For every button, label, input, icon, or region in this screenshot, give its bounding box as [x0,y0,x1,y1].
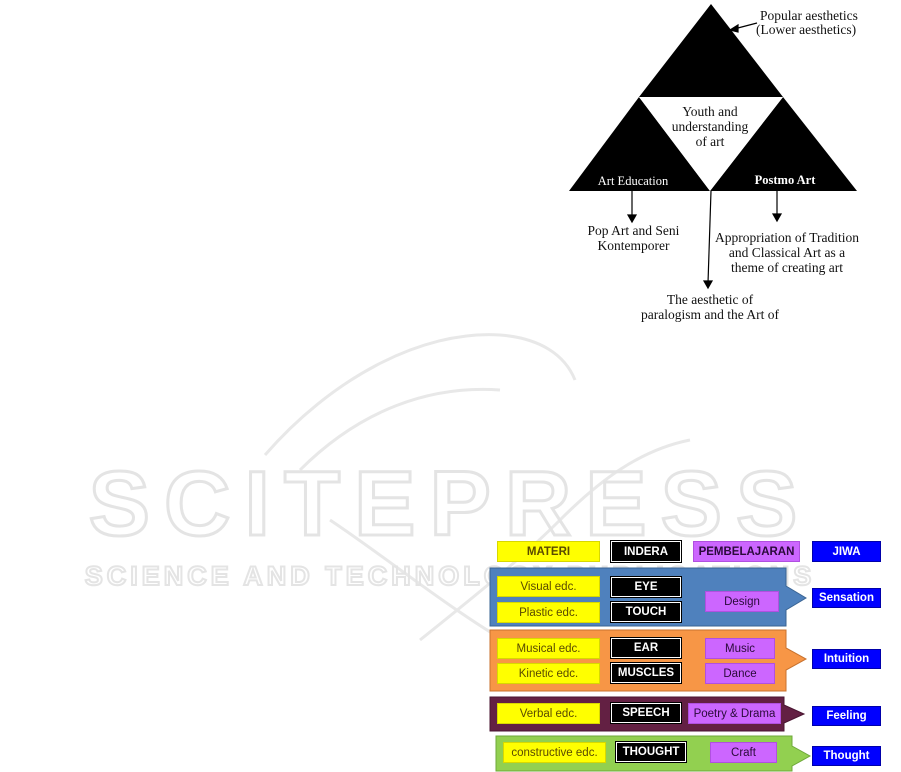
center-triangle [639,97,783,191]
indera-thought: THOUGHT [615,741,687,763]
materi-constructive: constructive edc. [503,742,606,763]
bottom-out-line1: The aesthetic of [666,292,754,307]
header-pembelajaran: PEMBELAJARAN [693,541,800,562]
materi-musical: Musical edc. [497,638,600,659]
left-out-line2: Kontemporer [597,238,670,253]
header-jiwa: JIWA [812,541,881,562]
pembelajaran-music: Music [705,638,775,659]
indera-touch: TOUCH [610,601,682,623]
right-triangle [710,97,857,191]
bottom-out-line2: paralogism and the Art of [641,307,779,322]
header-indera: INDERA [610,540,682,563]
left-triangle [569,97,710,191]
right-corner-label: Postmo Art [754,173,816,187]
center-line1: Youth and [682,104,738,119]
pembelajaran-dance: Dance [705,663,775,684]
right-out-line2: and Classical Art as a [728,245,846,260]
materi-kinetic: Kinetic edc. [497,663,600,684]
pembelajaran-design: Design [705,591,779,612]
materi-plastic: Plastic edc. [497,602,600,623]
bottom-out-arrow [707,190,712,284]
top-note-line2: (Lower aesthetics) [756,22,857,37]
jiwa-thought: Thought [812,746,881,766]
indera-muscles: MUSCLES [610,662,682,684]
jiwa-intuition: Intuition [812,649,881,669]
center-line3: of art [695,134,725,149]
top-note-line1: Popular aesthetics [760,8,858,23]
right-out-line1: Appropriation of Tradition [715,230,859,245]
top-triangle [639,4,783,97]
right-out-line3: theme of creating art [730,260,844,275]
jiwa-sensation: Sensation [812,588,881,608]
pembelajaran-craft: Craft [710,742,777,763]
indera-ear: EAR [610,637,682,659]
indera-eye: EYE [610,576,682,598]
pembelajaran-poetry-drama: Poetry & Drama [688,703,781,724]
materi-verbal: Verbal edc. [497,703,600,724]
materi-visual: Visual edc. [497,576,600,597]
jiwa-feeling: Feeling [812,706,881,726]
header-materi: MATERI [497,541,600,562]
center-line2: understanding [671,119,749,134]
indera-speech: SPEECH [610,702,682,724]
left-out-line1: Pop Art and Seni [587,223,680,238]
left-corner-label: Art Education [597,174,669,188]
